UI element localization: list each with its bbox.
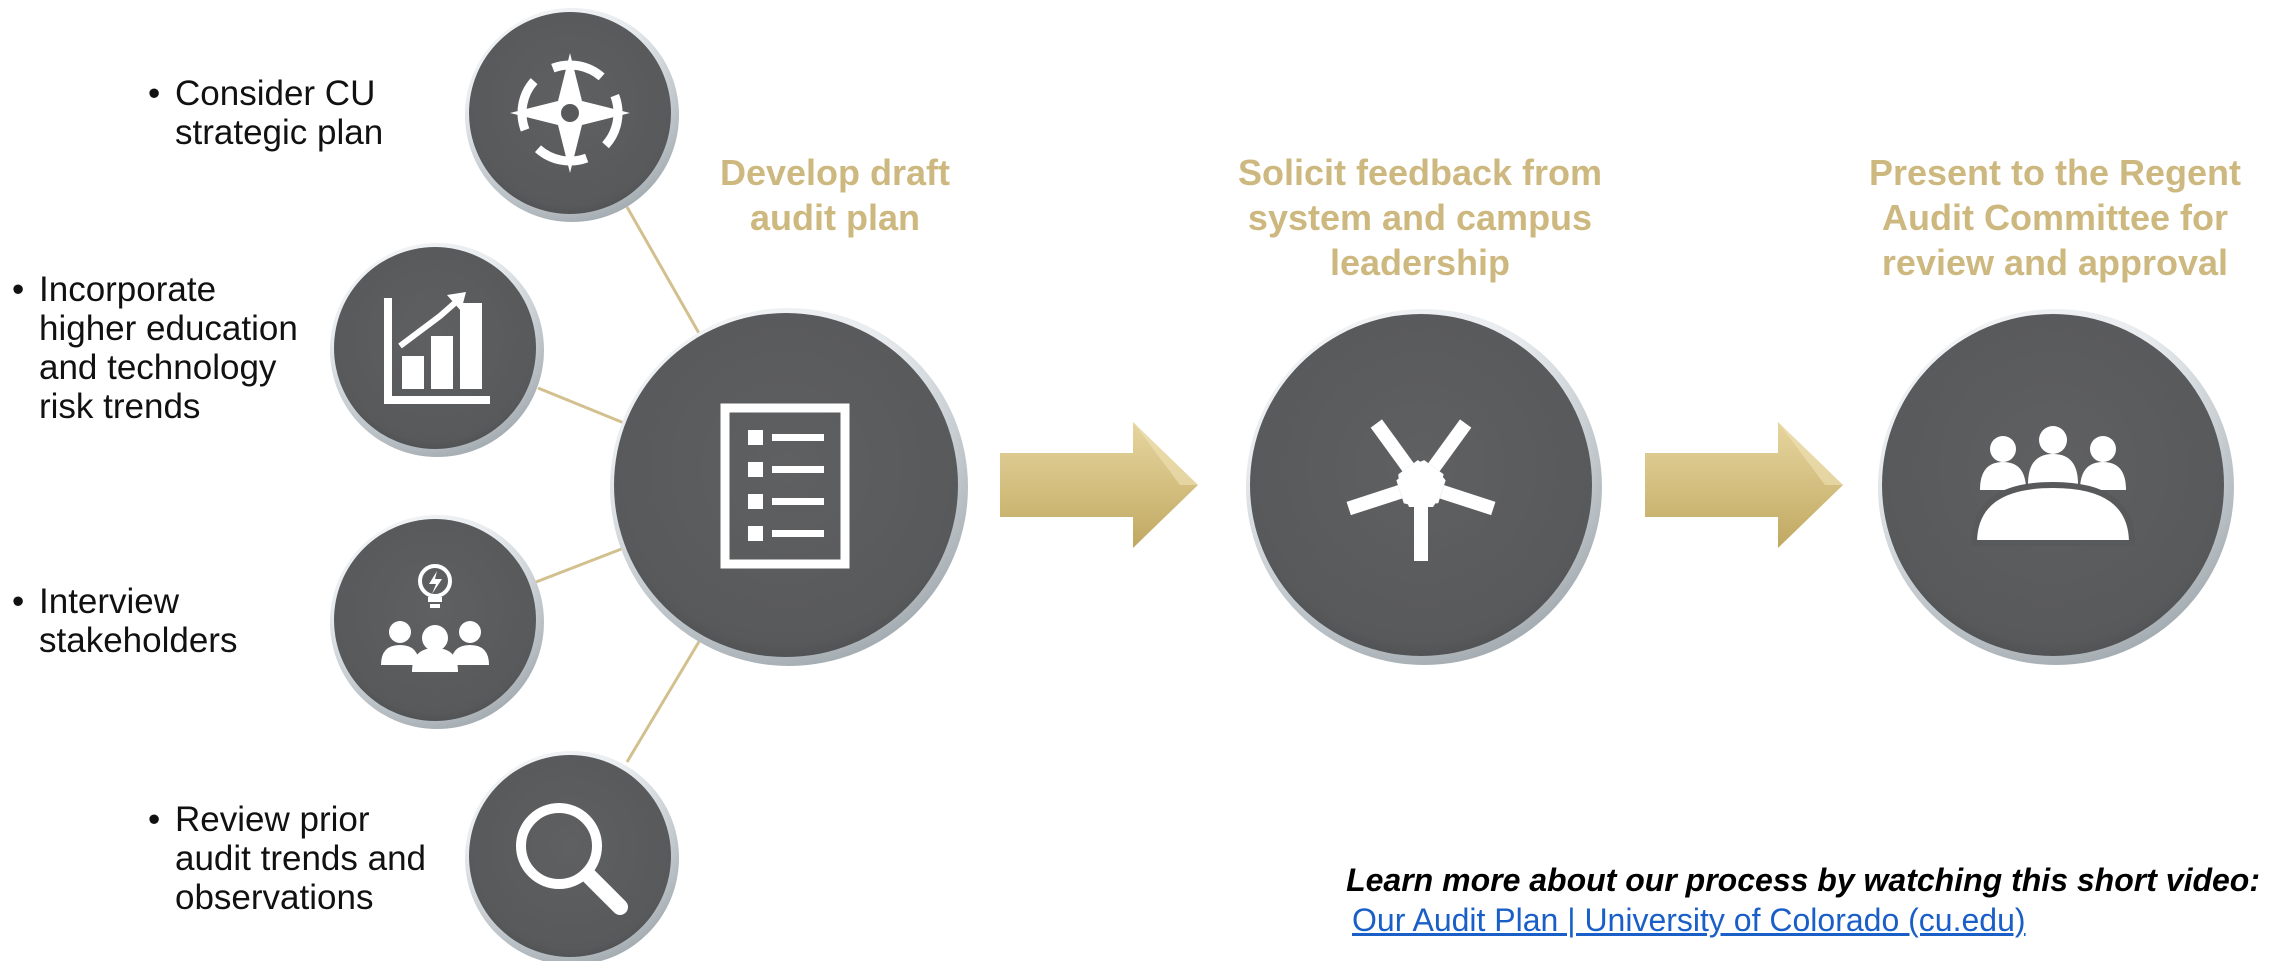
compass-icon <box>510 53 630 173</box>
bullet-dot: • <box>148 74 161 113</box>
connector-review <box>625 639 702 763</box>
circle-review <box>465 751 679 961</box>
bullet-review: • Review prior audit trends and observat… <box>148 800 427 917</box>
bullet-dot: • <box>148 800 161 839</box>
connector-trends <box>537 386 625 425</box>
bullet-text: Review prior audit trends and observatio… <box>175 800 427 917</box>
circle-interview <box>330 515 544 729</box>
heading-present: Present to the Regent Audit Committee fo… <box>1868 152 2242 283</box>
committee-table-icon <box>1970 426 2136 546</box>
magnifying-glass-icon <box>516 803 628 915</box>
video-caption: Learn more about our process by watching… <box>1346 862 2260 898</box>
heading-develop: Develop draft audit plan <box>719 152 951 238</box>
checklist-icon <box>720 403 850 569</box>
circle-develop <box>610 308 968 666</box>
growth-chart-icon <box>384 292 490 404</box>
bullet-dot: • <box>12 270 25 309</box>
bullet-strategic: • Consider CU strategic plan <box>148 74 384 152</box>
bullet-interview: • Interview stakeholders <box>12 582 238 660</box>
bullet-trends: • Incorporate higher education and techn… <box>12 270 298 426</box>
heading-solicit: Solicit feedback from system and campus … <box>1237 152 1603 283</box>
connector-strategic <box>625 206 702 336</box>
bullet-dot: • <box>12 582 25 621</box>
connectors <box>535 206 702 763</box>
video-link[interactable]: Our Audit Plan | University of Colorado … <box>1352 902 2026 938</box>
arrow-1 <box>1000 422 1198 548</box>
bullet-text: Consider CU strategic plan <box>175 74 384 152</box>
bullet-text: Incorporate higher education and technol… <box>39 270 298 426</box>
hands-together-icon <box>1346 419 1496 561</box>
connector-interview <box>535 546 625 584</box>
bullet-text: Interview stakeholders <box>39 582 238 660</box>
idea-team-icon <box>381 564 489 672</box>
arrow-2 <box>1645 422 1843 548</box>
